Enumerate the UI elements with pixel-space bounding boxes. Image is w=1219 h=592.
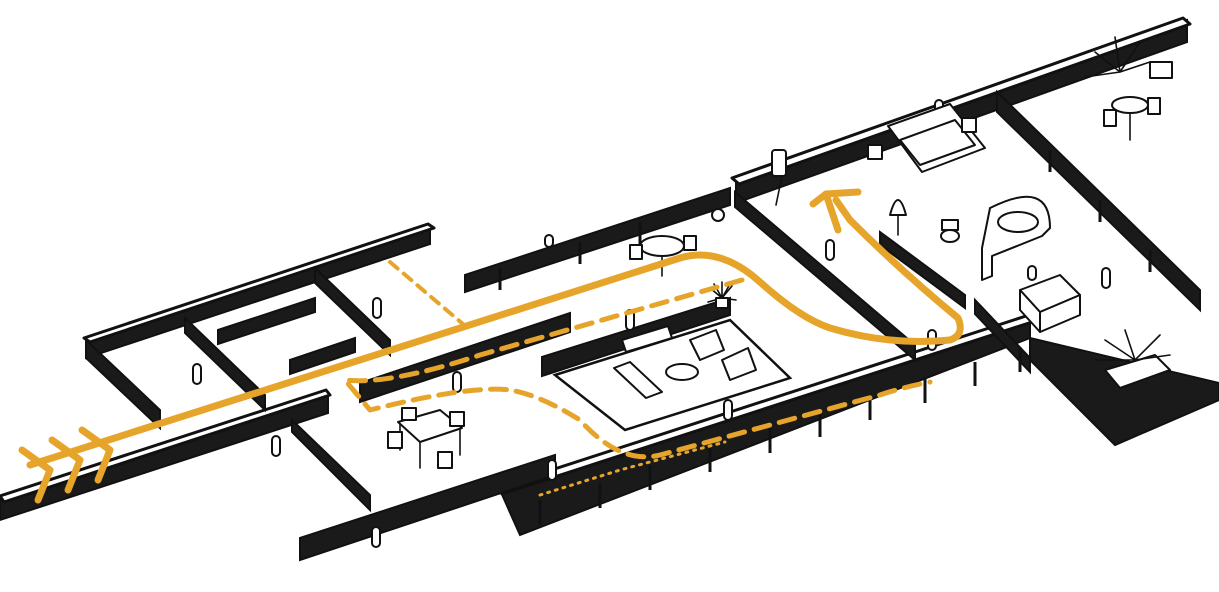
column-3 <box>271 435 281 457</box>
triple-chevron-icon <box>18 426 114 504</box>
mirror-icon <box>771 149 787 206</box>
column-7 <box>825 239 835 261</box>
main-visitor-route <box>26 196 964 469</box>
planter-icon <box>1094 329 1171 389</box>
plant-icon <box>707 281 737 309</box>
partition-left-2 <box>314 265 391 358</box>
column-2 <box>372 297 382 319</box>
lounge-sofa <box>613 325 757 399</box>
partition-left-1 <box>184 315 266 413</box>
partition-diagonal <box>734 189 916 363</box>
column-9 <box>1101 267 1111 289</box>
kitchen-unit <box>1019 274 1081 333</box>
bed <box>867 103 986 173</box>
furniture <box>387 36 1173 469</box>
columns <box>192 99 1111 548</box>
arrowhead-icon <box>809 188 862 234</box>
routes <box>18 188 964 504</box>
exterior-walls <box>0 16 1219 562</box>
wall-right-wing-front <box>1029 336 1219 447</box>
column-12 <box>544 234 554 248</box>
column-4 <box>452 371 462 393</box>
partition-bath-2 <box>974 297 1031 375</box>
column-11 <box>547 459 557 481</box>
column-10 <box>371 526 381 548</box>
partition-left-4 <box>217 296 316 346</box>
column-14 <box>1027 265 1037 281</box>
planter-top-icon <box>1084 36 1173 79</box>
window-ticks <box>498 150 1152 525</box>
secondary-route-branch <box>388 260 472 332</box>
terrace-table <box>1103 96 1161 141</box>
toilet <box>940 219 960 243</box>
wall-bottom-left-top <box>0 388 332 504</box>
column-6 <box>723 399 733 421</box>
cafe-table <box>629 208 725 277</box>
wall-lower-corridor <box>291 417 371 513</box>
wall-left-wing-end <box>85 337 161 431</box>
dining-table-left <box>387 407 465 469</box>
wall-top-right-top <box>730 16 1192 186</box>
partition-bath-1 <box>879 230 966 310</box>
lamp-icon <box>889 199 907 236</box>
wall-top-middle <box>464 186 731 294</box>
partition-left-3 <box>289 336 356 376</box>
bathtub <box>981 195 1051 281</box>
column-1 <box>192 363 202 385</box>
secondary-route <box>342 277 933 460</box>
